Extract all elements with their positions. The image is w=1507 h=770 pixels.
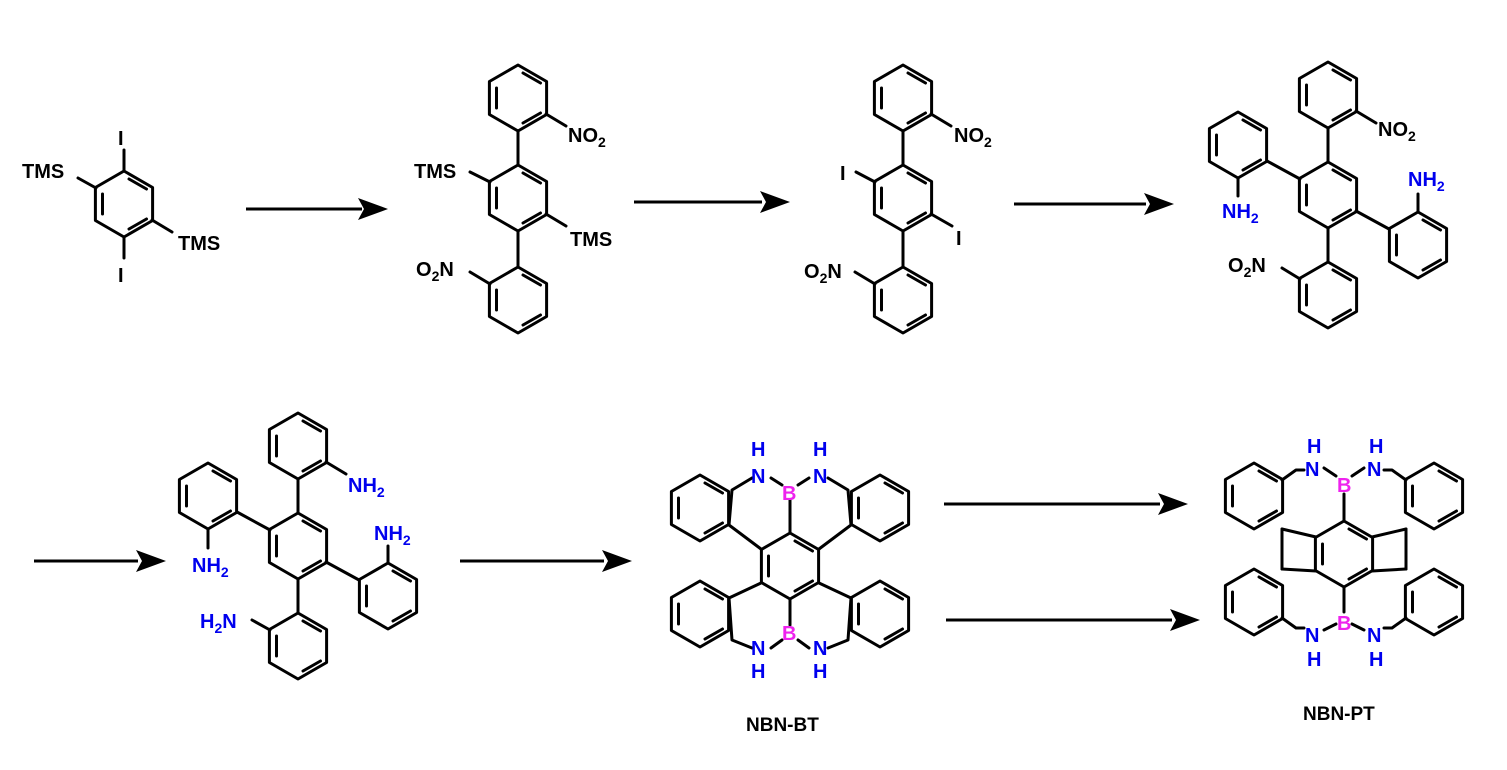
amine-label-right: NH2 — [1408, 169, 1445, 194]
central-ring — [1313, 519, 1375, 589]
compound-name-nbn-bt: NBN-BT — [746, 715, 819, 736]
aminophenyl-ring-bottom — [267, 611, 329, 681]
nitrophenyl-ring-bottom — [487, 265, 549, 335]
central-ring — [1297, 160, 1359, 230]
nitro-label-top: NO2 — [1378, 119, 1416, 144]
peri-ring-top-left — [1223, 461, 1285, 531]
nitro-label-bottom: O2N — [1228, 255, 1266, 280]
nh-hydrogen-bottom-left: H — [1307, 649, 1321, 671]
aminophenyl-ring-left — [1207, 110, 1269, 180]
nh-hydrogen-bottom-right: H — [813, 661, 827, 683]
peri-ring-bottom-left — [1223, 567, 1285, 637]
iodo-label-right: I — [956, 228, 962, 250]
aminophenyl-ring-left — [177, 461, 239, 531]
molecule-diiodo-bis-tms-benzene: I I TMS TMS — [22, 128, 220, 287]
nitrophenyl-ring-top — [487, 63, 549, 133]
benzo-ring-top-right — [849, 473, 911, 543]
nitro-label-top: NO2 — [954, 125, 992, 150]
nitro-label-bottom: O2N — [804, 261, 842, 286]
nh-hydrogen-top-left: H — [1307, 436, 1321, 458]
amine-label-left: NH2 — [1222, 201, 1259, 226]
central-ring — [267, 511, 329, 581]
nh-nitrogen-top-left: N — [751, 466, 765, 488]
nh-nitrogen-bottom-left: N — [751, 638, 765, 660]
reaction-arrow-1 — [246, 198, 388, 220]
nh-nitrogen-bottom-left: N — [1305, 625, 1319, 647]
compound-name-nbn-pt: NBN-PT — [1303, 704, 1375, 725]
nh-nitrogen-bottom-right: N — [1367, 625, 1381, 647]
tms-label-right: TMS — [178, 233, 220, 255]
nh-nitrogen-bottom-right: N — [813, 638, 827, 660]
boron-label-top: B — [1337, 475, 1351, 497]
molecule-tetraamino-quaterphenyl: NH2 NH2 NH2 H2N — [177, 411, 419, 681]
tms-label-right: TMS — [570, 229, 612, 251]
nitro-label-bottom: O2N — [416, 259, 454, 284]
iodo-label-top: I — [118, 128, 124, 150]
amine-label-left: NH2 — [192, 555, 229, 580]
molecule-nbn-bt: H N H N B B N H N H — [669, 439, 911, 683]
benzene-ring — [93, 169, 155, 239]
molecule-diiodo-dinitro-terphenyl: NO2 O2N I I — [804, 63, 992, 335]
aminophenyl-ring-right — [1387, 210, 1449, 280]
tms-label-left: TMS — [414, 161, 456, 183]
nh-nitrogen-top-right: N — [813, 466, 827, 488]
reaction-arrow-6 — [944, 493, 1188, 515]
amine-label-right: NH2 — [374, 523, 411, 548]
aminophenyl-ring-top — [267, 411, 329, 481]
nh-hydrogen-top-left: H — [751, 439, 765, 461]
nh-nitrogen-top-right: N — [1367, 459, 1381, 481]
nitrophenyl-ring-bottom — [1297, 260, 1359, 330]
nh-nitrogen-top-left: N — [1305, 459, 1319, 481]
boron-label-bottom: B — [1337, 613, 1351, 635]
reaction-arrow-3 — [1014, 193, 1174, 215]
amine-label-top: NH2 — [348, 475, 385, 500]
reaction-arrow-4 — [34, 550, 166, 572]
peri-ring-top-right — [1403, 461, 1465, 531]
tms-label-left: TMS — [22, 161, 64, 183]
molecule-nbn-pt: H N H N B B N H N H — [1223, 436, 1465, 671]
reaction-arrow-7 — [946, 609, 1200, 631]
central-ring — [487, 163, 549, 233]
nh-hydrogen-top-right: H — [813, 439, 827, 461]
nitrophenyl-ring-bottom — [872, 265, 934, 335]
central-ring — [872, 163, 934, 233]
reaction-arrow-2 — [634, 191, 790, 213]
iodo-label-bottom: I — [118, 265, 124, 287]
nh-hydrogen-bottom-right: H — [1369, 649, 1383, 671]
benzo-ring-top-left — [669, 473, 731, 543]
nitro-label-top: NO2 — [568, 125, 606, 150]
central-ring — [759, 531, 821, 601]
nitrophenyl-ring-top — [1297, 60, 1359, 130]
boron-label-top: B — [782, 483, 796, 505]
aminophenyl-ring-right — [357, 561, 419, 631]
nitrophenyl-ring-top — [872, 63, 934, 133]
peri-ring-bottom-right — [1403, 567, 1465, 637]
amine-label-bottom: H2N — [200, 611, 237, 636]
reaction-arrow-5 — [460, 550, 632, 572]
boron-label-bottom: B — [782, 623, 796, 645]
nh-hydrogen-bottom-left: H — [751, 661, 765, 683]
molecule-bis-tms-dinitro-terphenyl: NO2 O2N TMS TMS — [414, 63, 612, 335]
nh-hydrogen-top-right: H — [1369, 436, 1383, 458]
molecule-dinitro-diamino-intermediate: NO2 O2N NH2 NH2 — [1207, 60, 1449, 330]
benzo-ring-bottom-right — [849, 579, 911, 649]
benzo-ring-bottom-left — [669, 579, 731, 649]
iodo-label-left: I — [840, 163, 846, 185]
